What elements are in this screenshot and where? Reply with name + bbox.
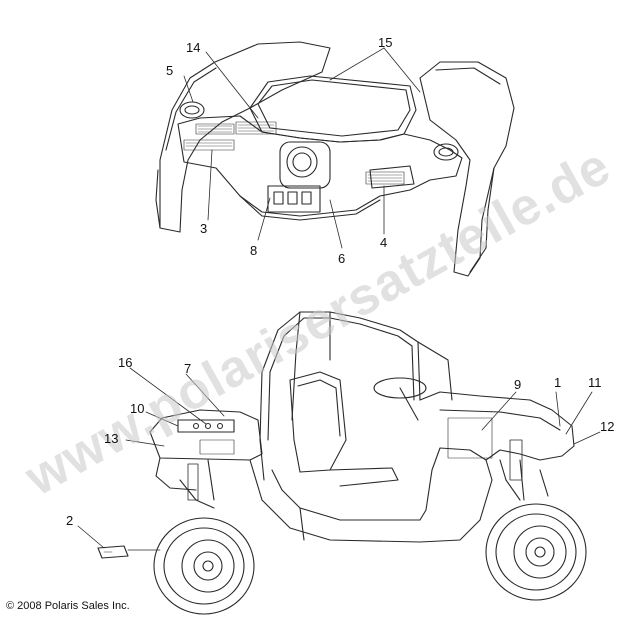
callout-10: 10 (130, 401, 145, 416)
dashboard-leader-lines (183, 47, 421, 249)
callout-7: 7 (184, 361, 192, 376)
callout-11: 11 (588, 375, 602, 390)
callout-2: 2 (66, 513, 74, 528)
dashboard-assembly (155, 41, 515, 277)
callout-16: 16 (118, 355, 133, 370)
callout-1: 1 (554, 375, 562, 390)
callout-14: 14 (186, 40, 201, 55)
callout-4: 4 (380, 235, 388, 250)
callout-8: 8 (250, 243, 258, 258)
copyright-text: © 2008 Polaris Sales Inc. (6, 600, 130, 612)
vehicle-leader-lines (77, 367, 601, 551)
callout-6: 6 (338, 251, 346, 266)
vehicle-assembly (97, 311, 587, 615)
callout-13: 13 (104, 431, 119, 446)
callout-15: 15 (378, 35, 393, 50)
callout-12: 12 (600, 419, 615, 434)
callout-5: 5 (166, 63, 174, 78)
callout-9: 9 (514, 377, 522, 392)
callout-3: 3 (200, 221, 208, 236)
